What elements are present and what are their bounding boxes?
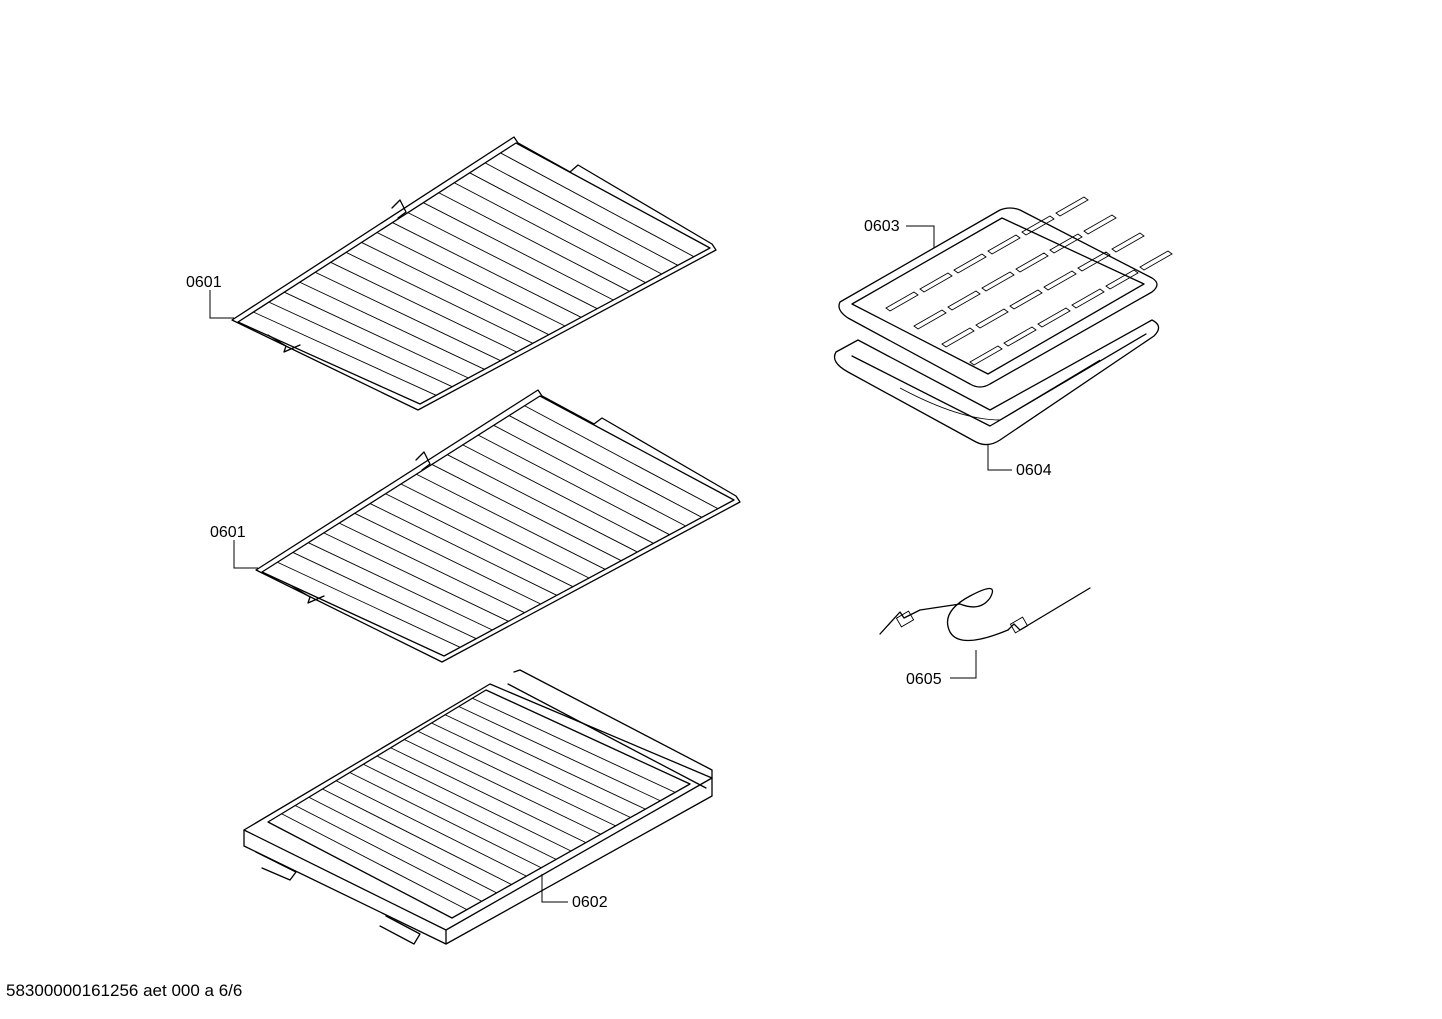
rack-wire — [277, 561, 461, 648]
grid-slot — [913, 309, 947, 330]
rack-wire — [349, 772, 542, 869]
grid-slot — [941, 327, 975, 348]
rack-wire — [431, 464, 622, 562]
rack-wire — [444, 714, 646, 810]
rack-wire — [390, 747, 587, 844]
rack-wire — [478, 434, 670, 536]
rack-wire — [407, 212, 598, 310]
rack-wire — [363, 763, 557, 860]
grid-slot — [1043, 270, 1077, 291]
rack-wire — [376, 232, 566, 327]
label-0601-upper: 0601 — [186, 274, 222, 291]
rack-wire — [315, 271, 501, 362]
rack-0602-sliding[interactable] — [243, 669, 713, 945]
callout-0605: 0605 — [906, 650, 977, 688]
rack-wire — [281, 813, 468, 911]
grid-slot — [919, 272, 953, 293]
rack-wire — [361, 242, 550, 336]
meat-probe-0605[interactable] — [879, 587, 1091, 642]
label-0603: 0603 — [864, 218, 900, 235]
grid-slot — [1071, 288, 1105, 309]
grid-slot — [1015, 252, 1049, 273]
rack-wire — [339, 522, 525, 614]
drawing-reference: 58300000161256 aet 000 a 6/6 — [6, 981, 243, 1000]
rack-wire — [458, 706, 661, 802]
label-0604: 0604 — [1016, 462, 1052, 479]
grid-slot — [987, 234, 1021, 255]
rack-wire — [493, 424, 686, 527]
broil-pan-0604[interactable] — [833, 319, 1160, 446]
rack-wire — [295, 805, 482, 902]
rack-0601-middle[interactable] — [255, 389, 741, 663]
rack-wire — [354, 512, 541, 605]
rack-wire — [292, 552, 477, 640]
rack-wire — [345, 251, 533, 344]
rack-wire — [376, 755, 572, 852]
rack-wire — [454, 182, 646, 284]
callout-0601-middle: 0601 — [210, 524, 258, 569]
grid-slot — [1139, 250, 1173, 271]
callout-0602: 0602 — [541, 874, 608, 911]
broil-grid-0603[interactable] — [838, 196, 1173, 388]
rack-wire — [284, 291, 469, 379]
rack-wire — [323, 532, 509, 622]
grid-slot — [1105, 269, 1139, 290]
grid-slot — [975, 308, 1009, 329]
callout-0604: 0604 — [987, 444, 1052, 479]
rack-wire — [308, 796, 497, 894]
label-0601-middle: 0601 — [210, 524, 246, 541]
rack-wire — [392, 222, 582, 318]
rack-wire — [385, 493, 574, 588]
rack-wire — [335, 780, 527, 877]
grid-slot — [1077, 251, 1111, 272]
rack-wire — [447, 454, 638, 553]
rack-wire — [472, 697, 676, 793]
rack-wire — [423, 202, 614, 301]
rack-wire — [299, 281, 485, 370]
rack-wire — [308, 542, 493, 631]
callout-0601-upper: 0601 — [186, 274, 234, 319]
rack-wire — [500, 152, 695, 258]
callout-0603: 0603 — [864, 218, 935, 248]
grid-slot — [1037, 307, 1071, 328]
rack-0601-upper[interactable] — [231, 136, 717, 411]
rack-wire — [469, 172, 662, 275]
rack-wire — [462, 444, 654, 544]
grid-slot — [947, 290, 981, 311]
grid-slot — [981, 271, 1015, 292]
rack-wire — [253, 311, 437, 396]
rack-wire — [484, 162, 678, 266]
rack-wire — [431, 722, 631, 818]
grid-slot — [969, 345, 1003, 366]
grid-slot — [1021, 215, 1055, 236]
rack-wire — [524, 405, 719, 510]
rack-wire — [417, 730, 616, 827]
rack-wire — [369, 503, 557, 596]
grid-slot — [1049, 233, 1083, 254]
rack-wire — [400, 483, 590, 579]
label-0605: 0605 — [906, 671, 942, 688]
grid-slot — [885, 291, 919, 312]
rack-wire — [330, 261, 517, 353]
label-0602: 0602 — [572, 894, 608, 911]
rack-wire — [322, 788, 512, 885]
grid-slot — [1003, 326, 1037, 347]
rack-wire — [268, 301, 453, 388]
grid-slot — [1111, 232, 1145, 253]
grid-slot — [953, 253, 987, 274]
rack-wire — [416, 473, 606, 570]
rack-wire — [438, 192, 630, 292]
grid-slot — [1055, 196, 1089, 217]
rack-wire — [404, 739, 601, 835]
rack-wire — [508, 415, 702, 518]
grid-slot — [1009, 289, 1043, 310]
grid-slot — [1083, 214, 1117, 235]
